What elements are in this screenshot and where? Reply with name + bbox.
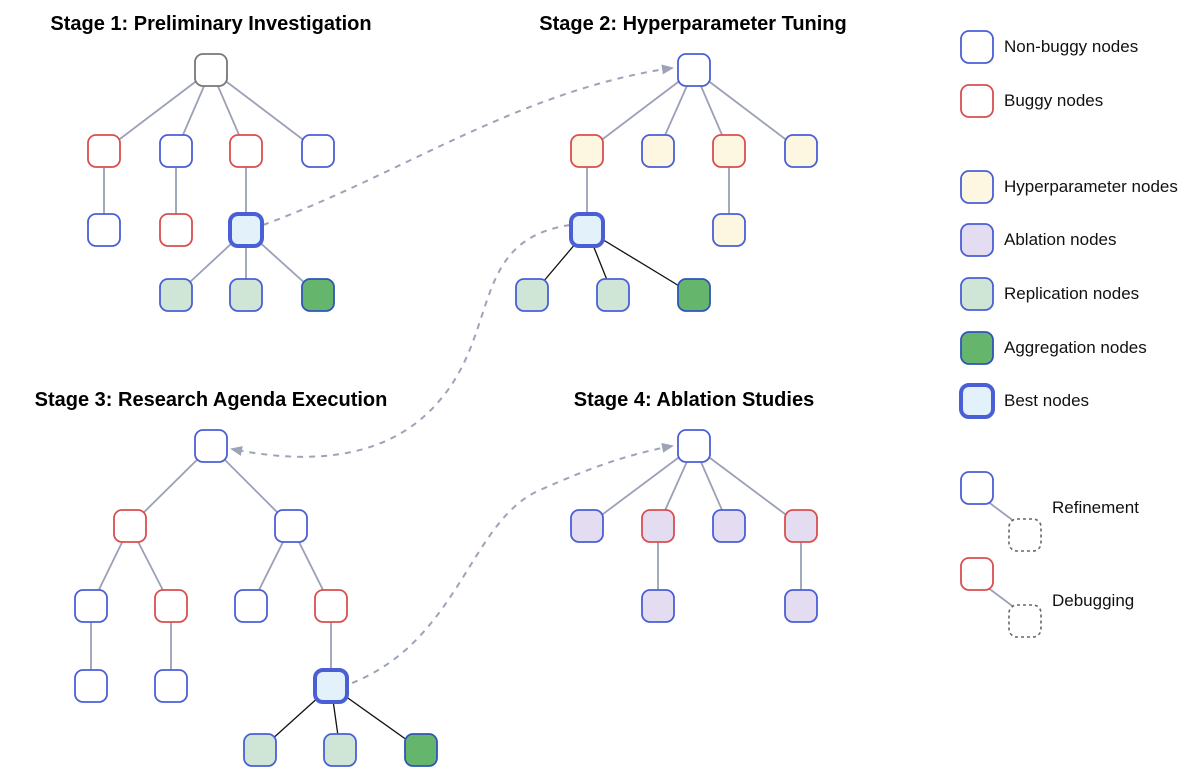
legend-label-buggy: Buggy nodes bbox=[1004, 91, 1104, 110]
tree-edge bbox=[586, 229, 695, 296]
legend-swatch-hyperparameter bbox=[960, 170, 994, 204]
tree-node-ablation bbox=[641, 589, 675, 623]
legend-swatch-ablation bbox=[960, 223, 994, 257]
tree-node-buggy bbox=[229, 134, 263, 168]
stage-1-title: Stage 1: Preliminary Investigation bbox=[50, 13, 372, 35]
legend-refinement-parent bbox=[960, 471, 994, 505]
tree-edge bbox=[693, 69, 802, 152]
stage-2-title: Stage 2: Hyperparameter Tuning bbox=[539, 13, 847, 35]
stage-transition-arrow bbox=[262, 64, 674, 226]
legend-debugging-parent bbox=[960, 557, 994, 591]
tree-node-best bbox=[569, 212, 605, 248]
tree-edge bbox=[210, 69, 319, 152]
tree-node-buggy bbox=[314, 589, 348, 623]
tree-node-non-buggy bbox=[159, 134, 193, 168]
tree-node-hyper-buggy bbox=[712, 134, 746, 168]
tree-node-non-buggy bbox=[677, 429, 711, 463]
tree-node-ablation-buggy bbox=[784, 509, 818, 543]
stage-transition-arrows bbox=[230, 64, 674, 684]
tree-node-aggregation bbox=[404, 733, 438, 767]
tree-node-non-buggy bbox=[234, 589, 268, 623]
stage-transition-arrow bbox=[351, 442, 674, 684]
stage-4-title: Stage 4: Ablation Studies bbox=[573, 389, 815, 411]
legend-label-aggregation: Aggregation nodes bbox=[1004, 338, 1147, 357]
tree-node-replication bbox=[596, 278, 630, 312]
tree-node-replication bbox=[515, 278, 549, 312]
tree-edge bbox=[586, 69, 695, 152]
legend-label-replication: Replication nodes bbox=[1004, 284, 1140, 303]
stage-transition-arrow bbox=[230, 224, 571, 458]
legend-swatch-non-buggy bbox=[960, 30, 994, 64]
tree-node-non-buggy bbox=[154, 669, 188, 703]
legend-swatch-buggy bbox=[960, 84, 994, 118]
legend-label-best: Best nodes bbox=[1004, 391, 1090, 410]
tree-node-replication bbox=[323, 733, 357, 767]
tree-node-non-buggy bbox=[677, 53, 711, 87]
tree-node-replication bbox=[243, 733, 277, 767]
tree-node-non-buggy bbox=[274, 509, 308, 543]
tree-nodes bbox=[74, 53, 818, 767]
tree-node-root-gray bbox=[194, 53, 228, 87]
tree-node-non-buggy bbox=[74, 669, 108, 703]
tree-node-non-buggy bbox=[194, 429, 228, 463]
tree-node-buggy bbox=[154, 589, 188, 623]
tree-node-hyper bbox=[784, 134, 818, 168]
legend-swatch-replication bbox=[960, 277, 994, 311]
legend-swatches bbox=[959, 30, 1042, 638]
tree-node-best bbox=[228, 212, 264, 248]
tree-node-ablation bbox=[570, 509, 604, 543]
tree-node-aggregation bbox=[301, 278, 335, 312]
legend-swatch-best bbox=[959, 383, 995, 419]
tree-edge bbox=[693, 445, 802, 527]
legend-swatch-aggregation bbox=[960, 331, 994, 365]
legend-label-hyperparameter: Hyperparameter nodes bbox=[1004, 177, 1178, 196]
tree-node-ablation bbox=[712, 509, 746, 543]
tree-node-non-buggy bbox=[87, 213, 121, 247]
legend-label-non-buggy: Non-buggy nodes bbox=[1004, 37, 1139, 56]
tree-node-buggy bbox=[113, 509, 147, 543]
tree-node-buggy bbox=[159, 213, 193, 247]
legend-label-ablation: Ablation nodes bbox=[1004, 230, 1117, 249]
legend-label-debugging: Debugging bbox=[1052, 591, 1135, 610]
tree-node-replication bbox=[229, 278, 263, 312]
tree-node-replication bbox=[159, 278, 193, 312]
tree-node-hyper-buggy bbox=[570, 134, 604, 168]
tree-edge bbox=[586, 445, 695, 527]
tree-node-aggregation bbox=[677, 278, 711, 312]
legend-refinement-child bbox=[1008, 518, 1042, 552]
tree-edge bbox=[103, 69, 212, 152]
legend-label-refinement: Refinement bbox=[1052, 498, 1139, 517]
tree-node-ablation-buggy bbox=[641, 509, 675, 543]
tree-node-non-buggy bbox=[301, 134, 335, 168]
tree-node-best bbox=[313, 668, 349, 704]
tree-node-ablation bbox=[784, 589, 818, 623]
legend-debugging-child bbox=[1008, 604, 1042, 638]
tree-node-buggy bbox=[87, 134, 121, 168]
tree-node-hyper bbox=[641, 134, 675, 168]
tree-node-non-buggy bbox=[74, 589, 108, 623]
tree-node-hyper bbox=[712, 213, 746, 247]
stage-3-title: Stage 3: Research Agenda Execution bbox=[34, 389, 388, 411]
